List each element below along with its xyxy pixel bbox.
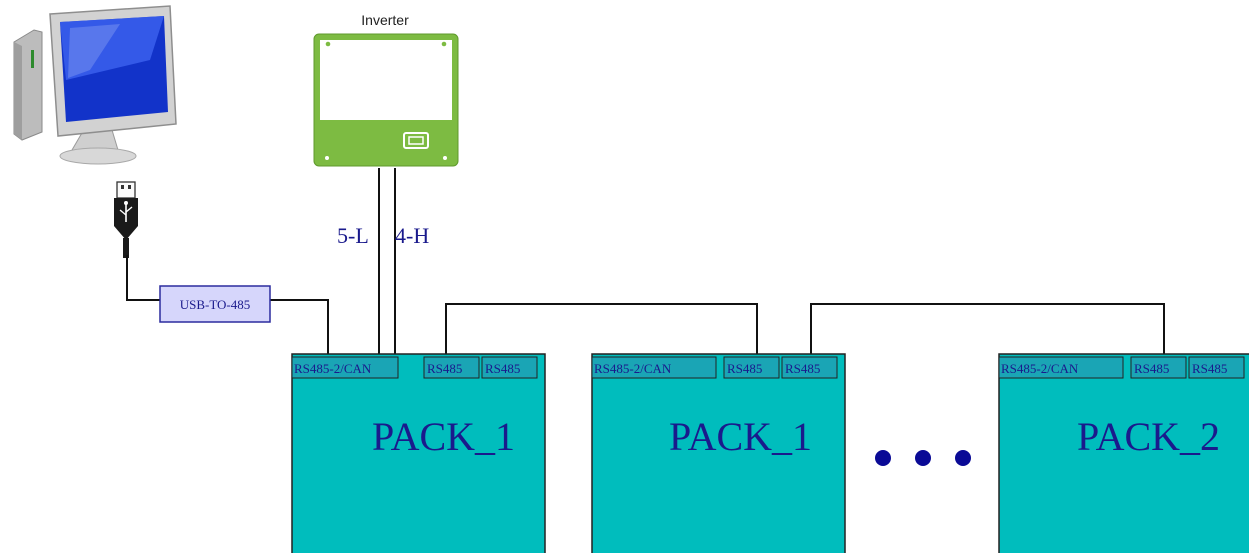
port-a-label: RS485: [727, 361, 762, 376]
port-can-label: RS485-2/CAN: [594, 361, 672, 376]
usb-plug-icon: [114, 181, 138, 258]
port-a-label: RS485: [427, 361, 462, 376]
more-packs-ellipsis: [875, 450, 971, 466]
usb-converter-label: USB-TO-485: [180, 297, 251, 312]
battery-pack-1[interactable]: RS485-2/CAN RS485 RS485 PACK_1: [291, 353, 546, 553]
can-high-label: 4-H: [395, 223, 429, 248]
inverter-title: Inverter: [361, 12, 409, 28]
pack-name: PACK_1: [372, 414, 515, 459]
can-low-label: 5-L: [337, 223, 369, 248]
port-rs485-b[interactable]: [481, 356, 538, 379]
pack-name: PACK_2: [1077, 414, 1220, 459]
wires: [126, 168, 1165, 357]
port-rs485-b[interactable]: [781, 356, 838, 379]
pack1-to-pack1b-cable: [445, 303, 758, 357]
port-rs485-a[interactable]: [1130, 356, 1187, 379]
port-a-label: RS485: [1134, 361, 1169, 376]
pack1b-to-pack2-cable: [810, 303, 1165, 357]
battery-pack-2[interactable]: RS485-2/CAN RS485 RS485 PACK_1: [591, 353, 846, 553]
usb-cable: [126, 255, 160, 301]
pack-name: PACK_1: [669, 414, 812, 459]
port-can-label: RS485-2/CAN: [1001, 361, 1079, 376]
port-can-label: RS485-2/CAN: [294, 361, 372, 376]
port-b-label: RS485: [485, 361, 520, 376]
port-rs485-a[interactable]: [423, 356, 480, 379]
battery-pack-3[interactable]: RS485-2/CAN RS485 RS485 PACK_2: [998, 353, 1249, 553]
port-b-label: RS485: [1192, 361, 1227, 376]
converter-to-pack1-cable: [270, 299, 329, 357]
port-rs485-2-can[interactable]: [591, 356, 717, 379]
usb-to-485-converter[interactable]: USB-TO-485: [159, 285, 271, 323]
port-rs485-a[interactable]: [723, 356, 780, 379]
port-rs485-2-can[interactable]: [998, 356, 1124, 379]
inverter[interactable]: Inverter: [313, 12, 459, 167]
computer-icon: [13, 5, 177, 165]
port-rs485-2-can[interactable]: [291, 356, 399, 379]
port-rs485-b[interactable]: [1188, 356, 1245, 379]
port-b-label: RS485: [785, 361, 820, 376]
